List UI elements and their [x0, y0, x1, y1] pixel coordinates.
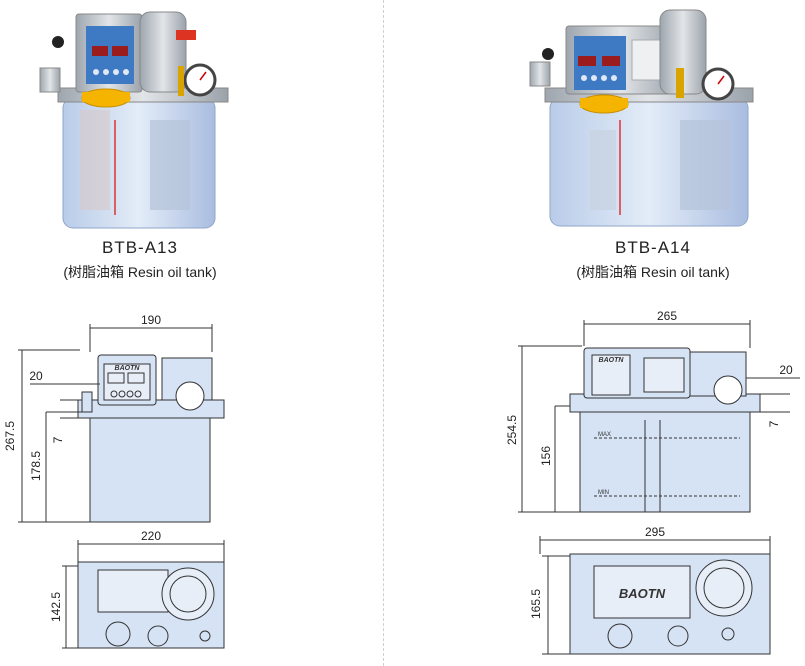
a14-level-max: MAX — [598, 432, 611, 438]
a14-dim-height-total: 254.5 — [505, 415, 519, 445]
photo-btb-a13 — [39, 11, 229, 229]
a13-brand-mark: BAOTN — [115, 365, 141, 372]
a14-dim-bottom-width: 295 — [645, 525, 665, 539]
center-divider — [383, 0, 384, 666]
a13-dim-side-7: 7 — [51, 436, 65, 443]
a14-dim-side-20: 20 — [779, 363, 793, 377]
drawing-front-a14 — [518, 320, 800, 513]
a14-dim-height-mid: 156 — [539, 446, 553, 466]
model-name-a13: BTB-A13 — [102, 238, 178, 257]
model-subtitle-a14: (树脂油箱 Resin oil tank) — [576, 264, 730, 280]
drawing-bottom-a14 — [539, 536, 771, 655]
a13-dim-height-mid: 178.5 — [29, 451, 43, 481]
a13-dim-side-20: 20 — [29, 369, 43, 383]
a14-dim-top-width: 265 — [657, 309, 677, 323]
a14-level-min: MIN — [598, 490, 609, 496]
drawing-bottom-a13 — [62, 540, 225, 649]
photo-btb-a14 — [529, 9, 754, 227]
a13-dim-top-width: 190 — [141, 313, 161, 327]
a14-dim-side-7: 7 — [767, 420, 781, 427]
a14-dim-bottom-depth: 165.5 — [529, 589, 543, 619]
a13-dim-bottom-depth: 142.5 — [49, 592, 63, 622]
a14-bottom-brand-mark: BAOTN — [619, 586, 666, 601]
a13-dim-height-total: 267.5 — [3, 421, 17, 451]
model-name-a14: BTB-A14 — [615, 238, 691, 257]
drawing-front-a13 — [18, 324, 225, 523]
a13-dim-bottom-width: 220 — [141, 529, 161, 543]
model-subtitle-a13: (树脂油箱 Resin oil tank) — [63, 264, 217, 280]
a14-panel-brand-mark: BAOTN — [599, 357, 625, 364]
